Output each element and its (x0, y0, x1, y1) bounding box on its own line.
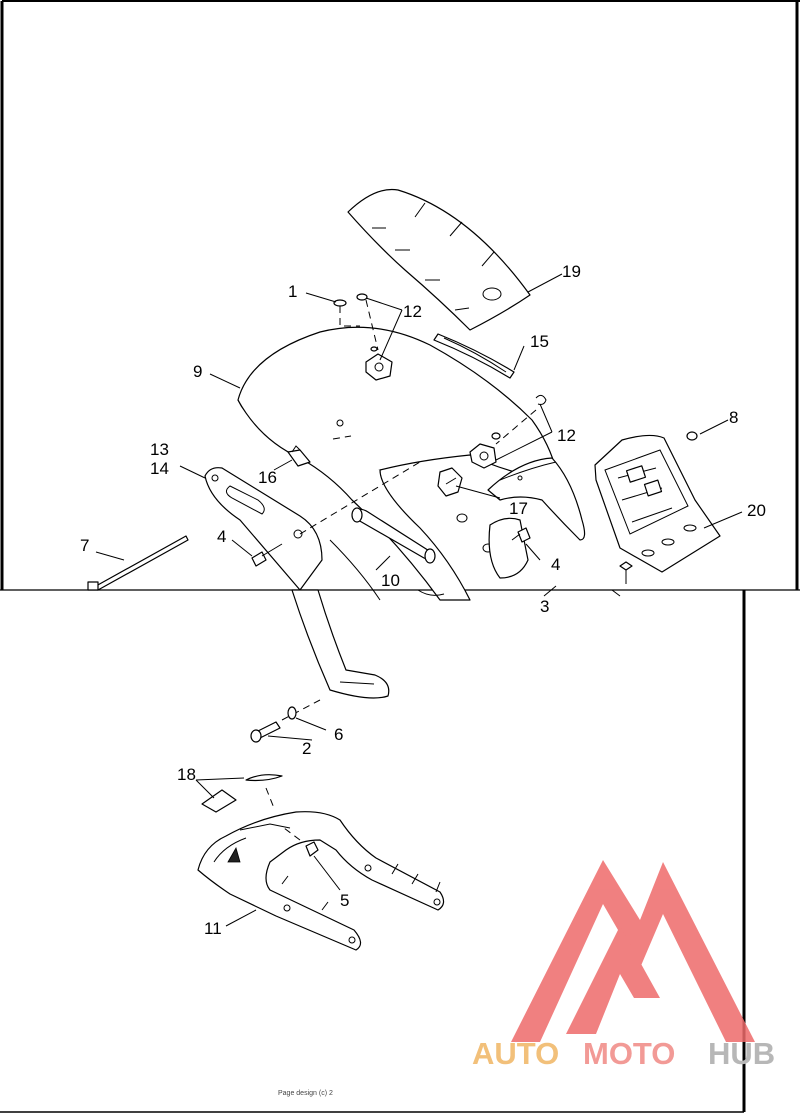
crossbar-10 (299, 461, 436, 564)
bolt-4-left (251, 543, 283, 567)
callout-5: 5 (340, 891, 349, 910)
callout-20: 20 (747, 501, 766, 520)
callout-14: 14 (150, 459, 169, 478)
bracket-3 (487, 457, 586, 579)
fender-pad-19 (347, 188, 531, 331)
fastener-1 (333, 299, 360, 327)
callout-19: 19 (562, 262, 581, 281)
callout-8: 8 (729, 408, 738, 427)
grommet-8 (686, 431, 698, 441)
callout-labels: 1 12 19 15 9 12 8 13 14 16 17 20 7 4 4 1… (80, 262, 766, 938)
strut-lower (291, 589, 390, 699)
bolt-4-right (511, 527, 531, 543)
clip-16 (287, 445, 311, 467)
logo-inner-triangle-icon (566, 926, 660, 1034)
callout-18: 18 (177, 765, 196, 784)
lower-bracket-11 (197, 811, 445, 951)
footer-text: Page design (c) 2 (278, 1090, 333, 1097)
callout-15: 15 (530, 332, 549, 351)
watermark-hub: HUB (708, 1036, 775, 1071)
callout-2: 2 (302, 739, 311, 758)
watermark-text: AUTO MOTO HUB (472, 1036, 775, 1071)
callout-16: 16 (258, 468, 277, 487)
callout-7: 7 (80, 536, 89, 555)
callout-3: 3 (540, 597, 549, 616)
pad-18 (201, 774, 283, 813)
leader-lines (95, 273, 743, 927)
callout-4-right: 4 (551, 555, 560, 574)
cable-tie-7 (87, 535, 189, 591)
callout-17: 17 (509, 499, 528, 518)
bracket-17 (437, 467, 463, 497)
strut-13-14 (204, 467, 323, 591)
bolt-5 (283, 827, 319, 857)
callout-4-left: 4 (217, 527, 226, 546)
callout-11: 11 (204, 919, 222, 938)
callout-9: 9 (193, 362, 202, 381)
callout-13: 13 (150, 440, 169, 459)
callout-6: 6 (334, 725, 343, 744)
strip-15 (433, 333, 515, 379)
bolt-2 (250, 699, 321, 743)
watermark-moto: MOTO (583, 1036, 675, 1071)
clip-12-right (469, 394, 547, 469)
callout-12-right: 12 (557, 426, 576, 445)
callout-1: 1 (288, 282, 297, 301)
ghost-edges (34, 589, 621, 597)
washer-6 (287, 706, 297, 720)
watermark-auto: AUTO (472, 1036, 559, 1071)
clip-12-top (356, 293, 393, 381)
callout-12-top: 12 (403, 302, 422, 321)
nut-small (619, 561, 633, 584)
plate-bracket-20 (594, 434, 721, 573)
callout-10: 10 (381, 571, 400, 590)
watermark-logo (511, 860, 755, 1042)
